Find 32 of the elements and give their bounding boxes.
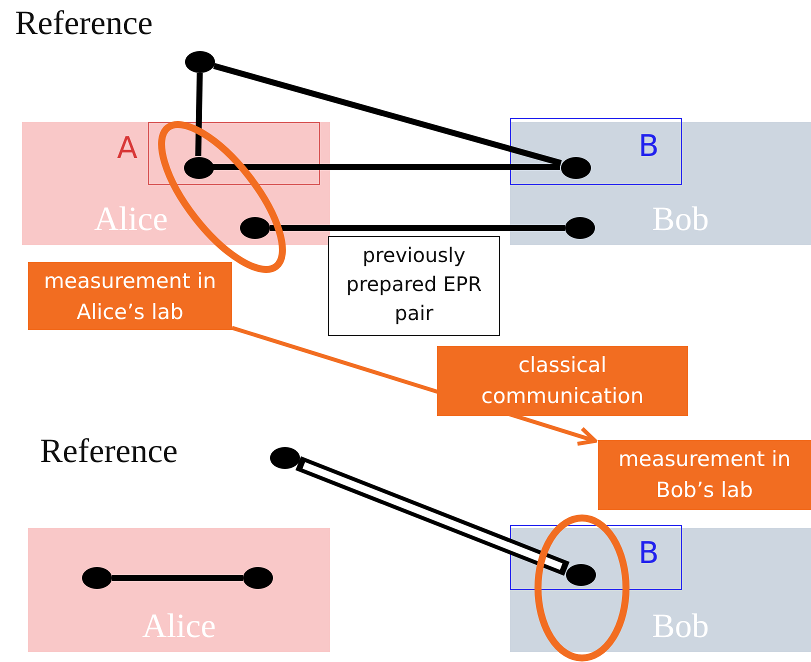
particle-dot bbox=[565, 217, 595, 239]
particle-dot bbox=[566, 564, 596, 586]
callout-box bbox=[28, 262, 232, 330]
particle-dot bbox=[561, 157, 591, 179]
text-box bbox=[328, 236, 500, 336]
subsystem-label: A bbox=[117, 131, 138, 166]
reference-label: Reference bbox=[15, 5, 153, 43]
lab-panel bbox=[28, 528, 330, 652]
edge-label: classical communication bbox=[437, 346, 688, 416]
particle-dot bbox=[82, 567, 112, 589]
double-line bbox=[295, 456, 570, 576]
particle-dot bbox=[185, 51, 215, 73]
callout-box bbox=[598, 440, 811, 510]
correlation-line bbox=[195, 72, 203, 156]
subsystem-label: B bbox=[638, 129, 659, 164]
note-text: previously prepared EPR pair bbox=[345, 242, 483, 327]
particle-dot bbox=[184, 157, 214, 179]
particle-dot bbox=[240, 217, 270, 239]
subsystem-label: B bbox=[638, 536, 659, 571]
correlation-line bbox=[112, 575, 243, 581]
callout-text: measurement in Alice’s lab bbox=[42, 268, 218, 326]
lab-panel bbox=[510, 528, 811, 652]
particle-dot bbox=[243, 567, 273, 589]
callout-text: measurement in Bob’s lab bbox=[617, 446, 792, 504]
correlation-line bbox=[270, 225, 565, 231]
correlation-line bbox=[213, 63, 562, 166]
subsystem-frame bbox=[510, 525, 682, 590]
correlation-line bbox=[213, 164, 560, 170]
lab-panel bbox=[22, 122, 330, 245]
reference-label: Reference bbox=[40, 433, 178, 471]
particle-dot bbox=[270, 447, 300, 469]
subsystem-frame bbox=[510, 118, 682, 185]
